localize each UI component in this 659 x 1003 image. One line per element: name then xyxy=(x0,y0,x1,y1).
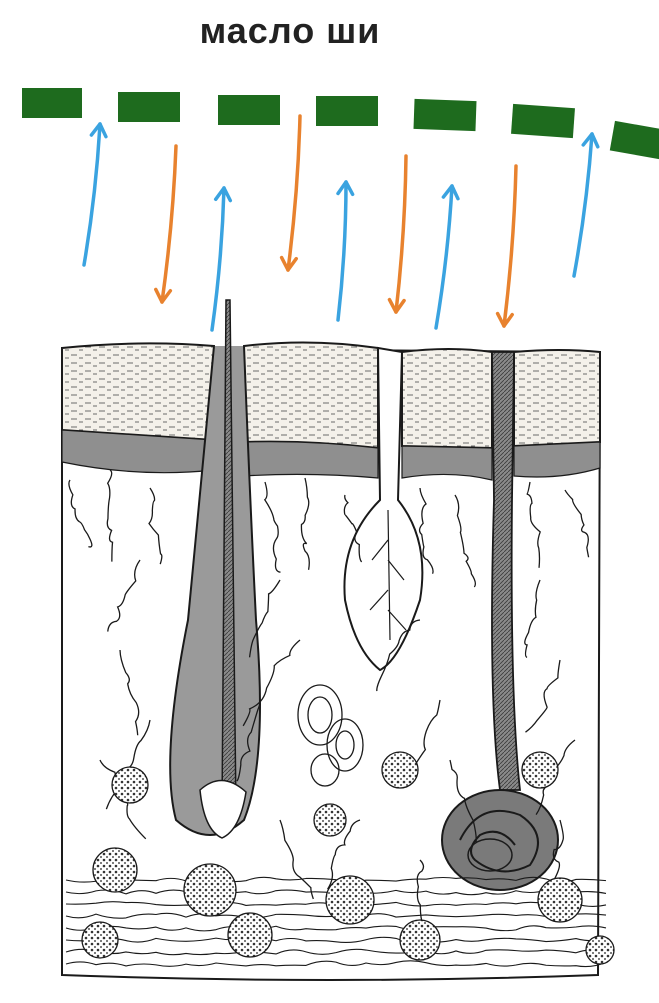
skin-cross-section xyxy=(62,300,614,980)
shea-oil-layer xyxy=(22,88,659,159)
fat-lobule xyxy=(93,848,137,892)
fat-lobule xyxy=(400,920,440,960)
arrow-down-icon xyxy=(389,156,406,312)
oil-droplet xyxy=(218,95,280,125)
oil-droplet xyxy=(118,92,180,122)
fat-lobule xyxy=(522,752,558,788)
fat-lobule xyxy=(228,913,272,957)
arrow-down-icon xyxy=(282,116,300,270)
fat-lobule xyxy=(586,936,614,964)
arrow-up-icon xyxy=(84,124,106,265)
arrow-up-icon xyxy=(436,186,458,328)
fat-lobule xyxy=(382,752,418,788)
arrow-down-icon xyxy=(498,166,516,326)
oil-droplet xyxy=(511,104,575,138)
fat-lobule xyxy=(112,767,148,803)
oil-droplet xyxy=(413,99,476,131)
fat-lobule xyxy=(538,878,582,922)
fat-lobule xyxy=(326,876,374,924)
oil-droplet xyxy=(610,121,659,159)
oil-droplet xyxy=(22,88,82,118)
absorption-arrows xyxy=(84,116,598,330)
arrow-up-icon xyxy=(338,182,353,320)
fat-lobule xyxy=(184,864,236,916)
fat-lobule xyxy=(314,804,346,836)
arrow-down-icon xyxy=(156,146,176,302)
epidermis-layer xyxy=(62,343,214,440)
arrow-up-icon xyxy=(574,134,598,276)
oil-droplet xyxy=(316,96,378,126)
fat-lobule xyxy=(82,922,118,958)
